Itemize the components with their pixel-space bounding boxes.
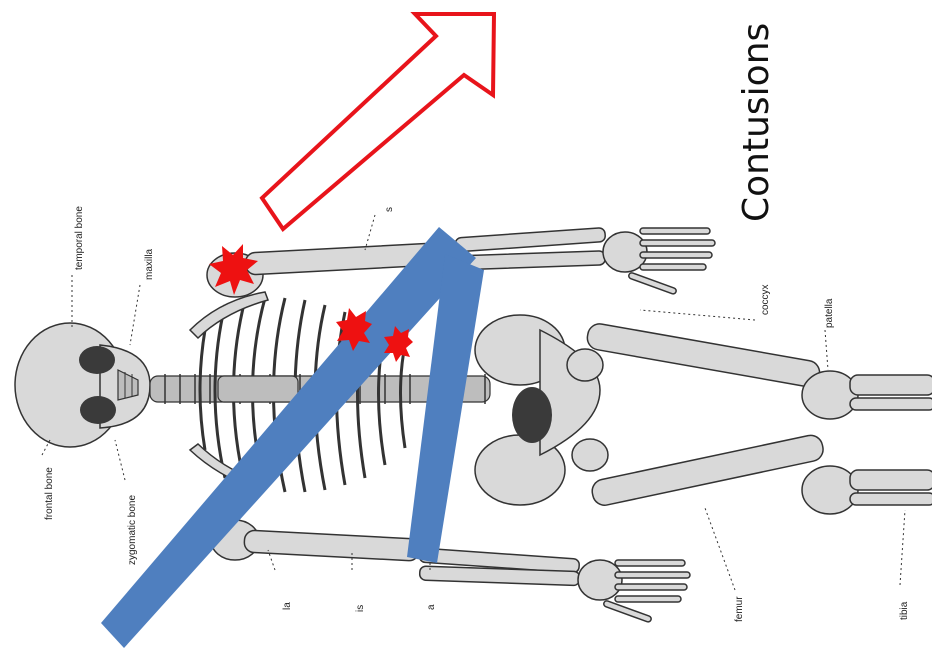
leg-lower [590,433,932,514]
label-femur: femur [734,596,745,622]
impact-direction-arrow [262,14,494,229]
label-patella: patella [824,298,835,328]
label-tibia: tibia [899,601,910,620]
hand-lower [578,560,690,623]
leg-upper [585,322,932,419]
label-is: is [355,605,366,612]
hand-upper [603,228,715,295]
label-la: la [282,602,293,610]
force-bars [101,227,484,648]
page-title: Contusions [736,23,777,222]
label-frontal-bone: frontal bone [44,467,55,520]
force-bar-diagonal [101,227,476,648]
label-coccyx: coccyx [760,284,771,315]
label-temporal-bone: temporal bone [74,206,85,270]
label-a: a [426,604,437,610]
label-s: s [384,207,395,212]
skull [15,323,150,447]
label-zygomatic-bone: zygomatic bone [127,495,138,565]
label-maxilla: maxilla [144,248,155,280]
